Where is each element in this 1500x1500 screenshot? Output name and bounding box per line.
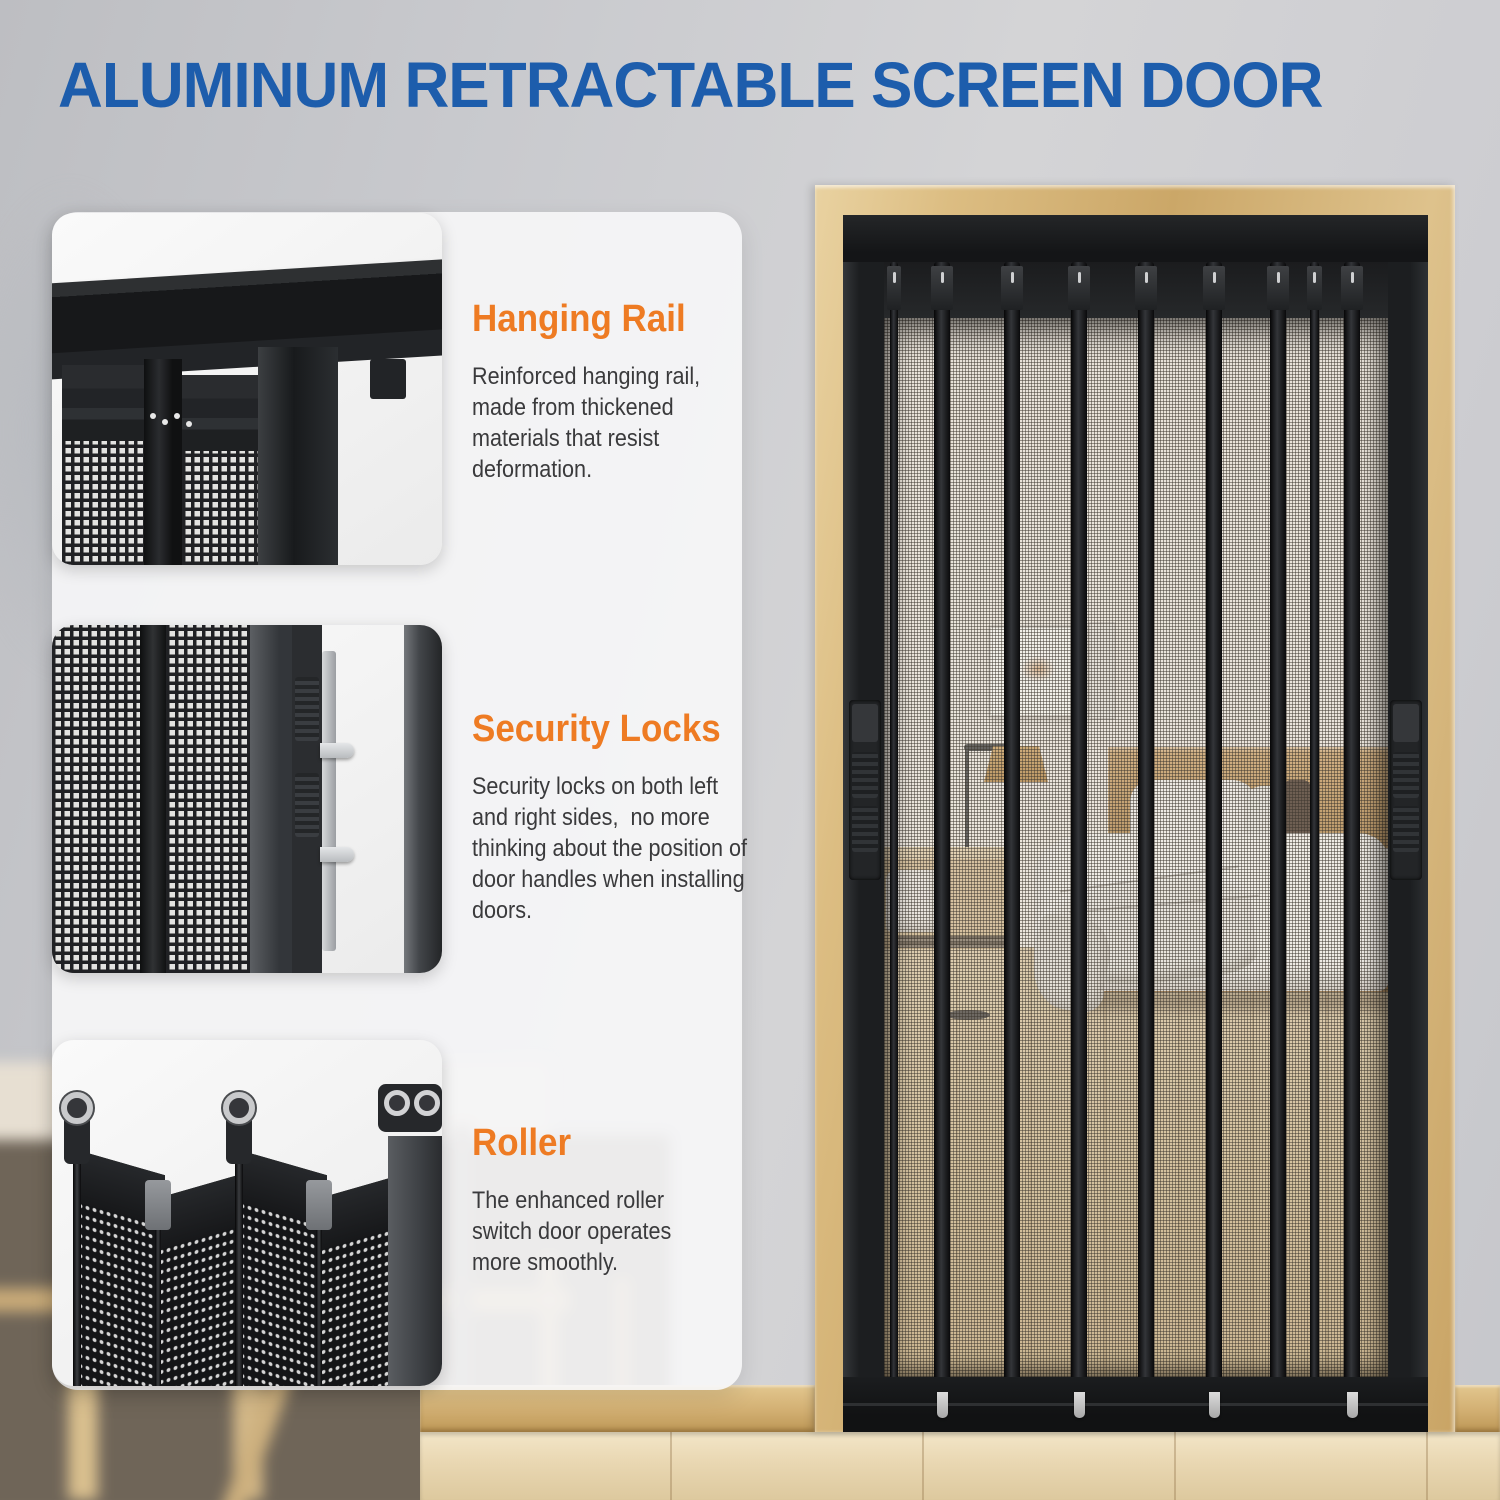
bottom-pull-tab — [937, 1392, 948, 1418]
feature-security-locks: Security Locks Security locks on both le… — [472, 708, 782, 926]
baseboard-right-of-door — [1455, 1385, 1500, 1432]
feature-roller: Roller The enhanced roller switch door o… — [472, 1122, 782, 1278]
bottom-pull-tab — [1074, 1392, 1085, 1418]
pleat-stack — [144, 359, 182, 565]
page-title: ALUMINUM RETRACTABLE SCREEN DOOR — [58, 49, 1324, 121]
hanger-clip — [1203, 266, 1225, 310]
lock-grip — [852, 806, 878, 852]
hanger-clip — [1267, 266, 1289, 310]
screw-dot — [186, 421, 192, 427]
feature-heading: Roller — [472, 1122, 572, 1164]
bottom-rail — [843, 1377, 1428, 1432]
rail-bracket — [370, 359, 406, 399]
mesh-panel — [166, 625, 250, 973]
bottom-pull-tab — [1209, 1392, 1220, 1418]
roller-ring — [61, 1092, 93, 1124]
lock-cap — [1393, 704, 1419, 742]
panel-top-band — [158, 1172, 246, 1250]
wood-floor — [420, 1432, 1500, 1500]
fold-rod — [155, 1226, 161, 1386]
clip-pin — [1010, 272, 1014, 283]
roller-photo — [52, 1040, 442, 1386]
hanger-clip — [1135, 266, 1157, 310]
retracted-stack — [388, 1136, 442, 1386]
clip-pin — [1212, 272, 1216, 283]
screen-pleat-bar — [1270, 262, 1286, 1390]
mesh-panel — [52, 625, 140, 973]
mesh-panel — [182, 451, 258, 565]
clip-pin — [1276, 272, 1280, 283]
roller-ring — [223, 1092, 255, 1124]
metal-strike-strip — [322, 651, 336, 951]
hanger-clip — [1001, 266, 1023, 310]
security-lock-right — [1390, 700, 1422, 880]
feature-description: Reinforced hanging rail, made from thick… — [472, 363, 707, 483]
bottom-pull-tab — [1347, 1392, 1358, 1418]
lock-grip — [852, 752, 878, 798]
screen-pleat-bar — [934, 262, 950, 1390]
top-cassette-housing — [843, 215, 1428, 262]
fold-rod — [316, 1226, 322, 1386]
valley-cap — [145, 1180, 171, 1230]
feature-heading: Security Locks — [472, 708, 721, 750]
frame-column — [250, 625, 292, 973]
feature-description: The enhanced roller switch door operates… — [472, 1187, 678, 1276]
clip-pin — [1313, 272, 1316, 283]
screen-mesh-pattern — [884, 318, 1388, 1377]
feature-hanging-rail: Hanging Rail Reinforced hanging rail, ma… — [472, 298, 782, 485]
retractable-screen-door-photo — [815, 185, 1455, 1432]
screen-panel-header — [62, 365, 144, 443]
clip-pin — [1077, 272, 1081, 283]
feature-description: Security locks on both left and right si… — [472, 773, 754, 924]
fold-rod — [73, 1150, 81, 1386]
folded-mesh-panel — [158, 1172, 246, 1386]
roller-wheel — [223, 1092, 255, 1164]
screen-pleat-bar — [1071, 262, 1087, 1390]
valley-cap — [306, 1180, 332, 1230]
screen-pleat-bar — [1206, 262, 1222, 1390]
hanger-clip — [1341, 266, 1363, 310]
fold-rod — [235, 1150, 243, 1386]
hanger-clip — [931, 266, 953, 310]
bottom-rail-ridge — [843, 1403, 1428, 1406]
lock-grip — [1393, 806, 1419, 852]
mesh-panel — [62, 441, 144, 565]
screen-pleat-bar — [1310, 262, 1319, 1390]
clip-pin — [892, 272, 896, 283]
roller-ring — [414, 1090, 440, 1116]
hanger-clip — [887, 266, 901, 310]
lock-cap — [852, 704, 878, 742]
lock-latch — [320, 847, 354, 862]
roller-ring — [384, 1090, 410, 1116]
lock-latch — [320, 743, 354, 758]
screen-pleat-bar — [1138, 262, 1154, 1390]
feature-heading: Hanging Rail — [472, 298, 686, 340]
screw-dot — [150, 413, 156, 419]
pleat-bar — [140, 625, 166, 973]
baseboard-left-of-door — [420, 1385, 815, 1432]
screen-pleat-bar — [1344, 262, 1360, 1390]
frame-column — [258, 347, 338, 565]
clip-pin — [1144, 272, 1148, 283]
lock-grip — [295, 677, 319, 741]
roller-wheel — [61, 1092, 93, 1164]
screen-pleat-bar — [890, 262, 898, 1390]
security-locks-photo — [52, 625, 442, 973]
lock-grip — [1393, 752, 1419, 798]
hanger-clip — [1068, 266, 1090, 310]
double-roller-block — [378, 1084, 442, 1132]
frame-profile-column — [404, 625, 442, 973]
screen-panel-header — [182, 375, 258, 453]
clip-pin — [1350, 272, 1354, 283]
screw-dot — [162, 419, 168, 425]
screen-pleat-bar — [1004, 262, 1020, 1390]
clip-pin — [940, 272, 944, 283]
screw-dot — [174, 413, 180, 419]
hanger-clip — [1307, 266, 1322, 310]
lock-grip — [295, 773, 319, 837]
hanging-rail-photo — [52, 213, 442, 565]
security-lock-left — [849, 700, 881, 880]
